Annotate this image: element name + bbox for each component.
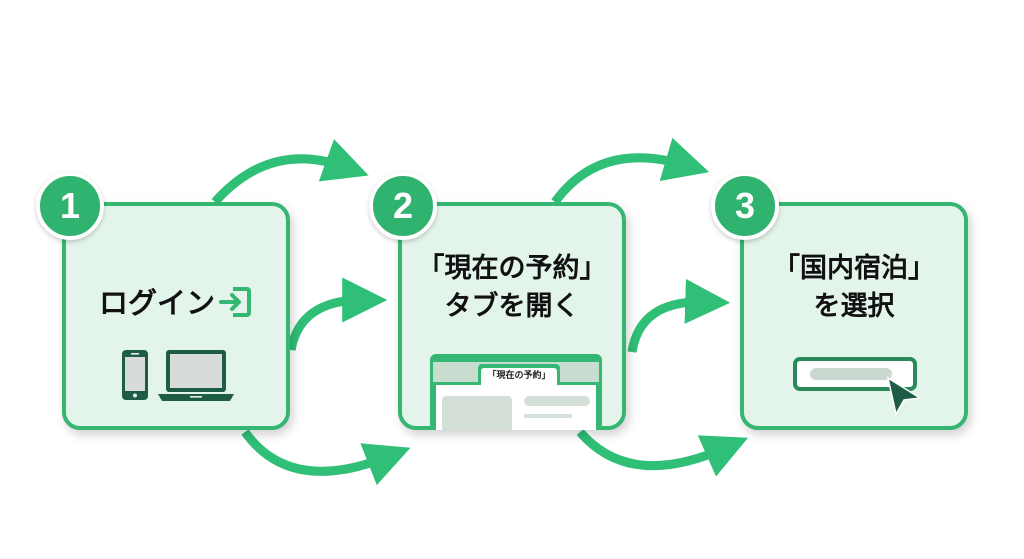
step-2-title-line1: 「現在の予約」 [417,253,607,284]
arrow-1-bottom [241,429,411,486]
step-2-card: 「現在の予約」 タブを開く 「現在の予約」 [398,202,626,430]
arrow-2-middle [627,278,731,353]
devices-illustration [120,348,240,408]
reservation-tab-illustration: 「現在の予約」 [430,352,602,430]
step-3-badge: 3 [711,172,779,240]
cursor-icon [886,376,923,417]
smartphone-icon [122,350,148,400]
step-1-title: ログイン [66,284,286,328]
laptop-icon [158,350,234,401]
step-2-title-line2: タブを開く [444,291,580,322]
arrow-2-top [551,137,710,205]
step-3-card: 「国内宿泊」 を選択 [740,202,968,430]
login-icon [219,285,253,328]
step-3-title-line1: 「国内宿泊」 [773,253,935,284]
step-3-title-line2: を選択 [813,291,895,322]
step-2-badge: 2 [369,172,437,240]
tab-label: 「現在の予約」 [487,371,551,381]
step-3-title: 「国内宿泊」 を選択 [744,250,964,326]
arrow-2-bottom [576,429,749,477]
select-illustration [792,356,932,420]
step-1-card: ログイン [62,202,290,430]
step-1-title-text: ログイン [98,286,215,320]
arrow-1-top [211,139,369,205]
arrow-1-middle [286,277,388,351]
step-2-title: 「現在の予約」 タブを開く [402,250,622,326]
step-1-badge: 1 [36,172,104,240]
